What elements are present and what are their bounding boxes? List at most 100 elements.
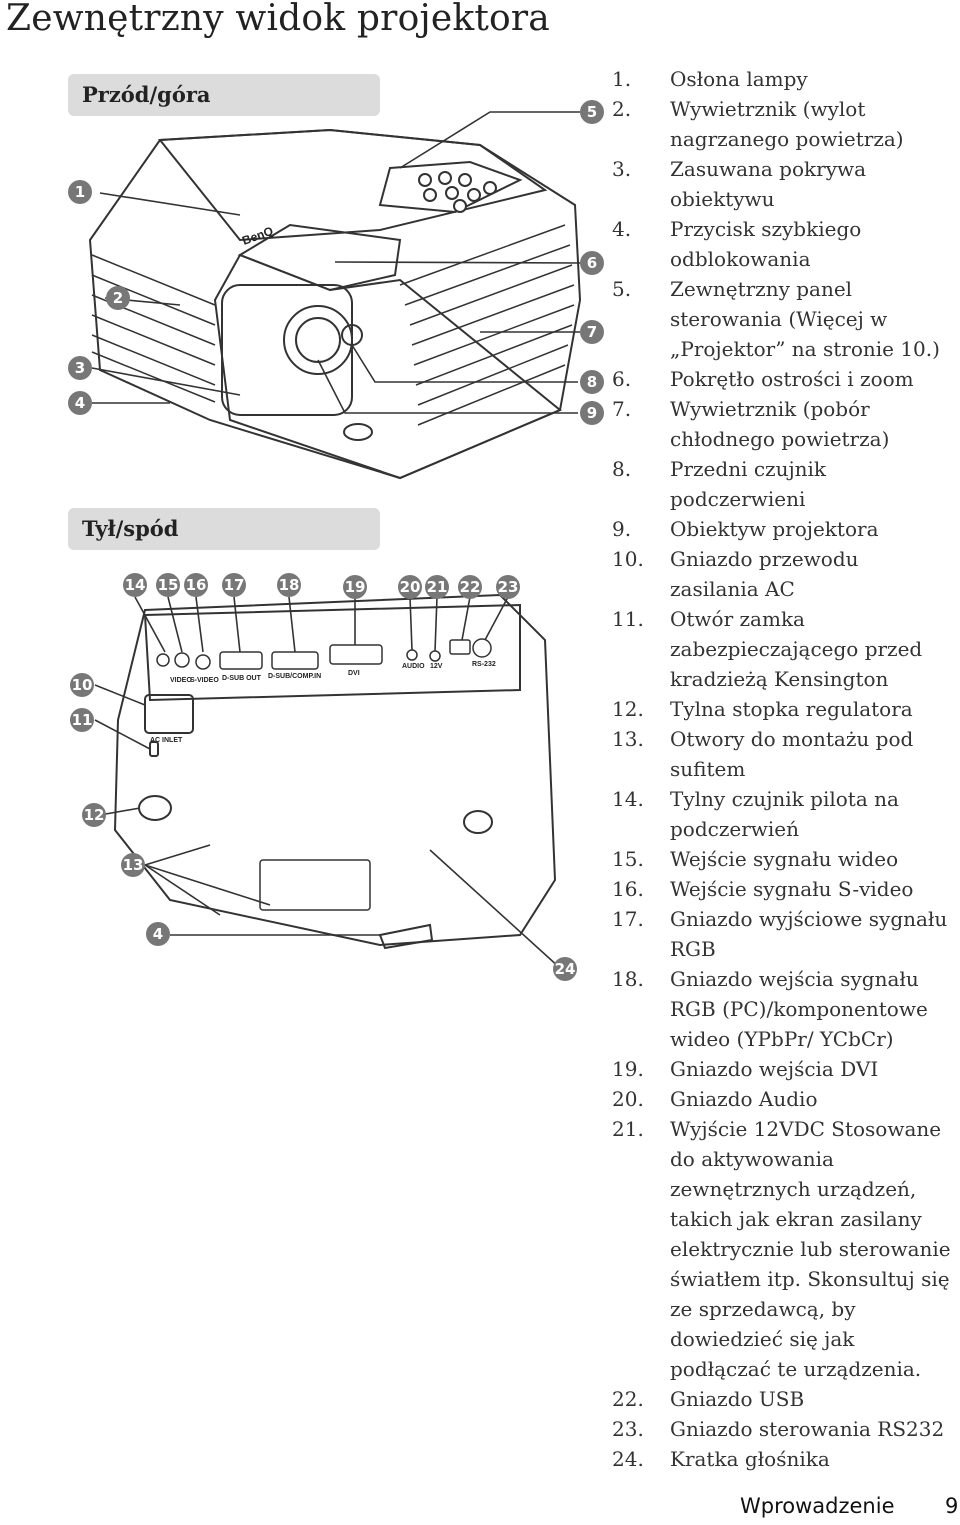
section-label-front: Przód/góra — [68, 74, 380, 116]
list-item: 5.Zewnętrzny panel sterowania (Więcej w … — [612, 274, 952, 364]
list-item: 24. Kratka głośnika — [612, 1444, 952, 1474]
rear-ports — [156, 638, 492, 670]
callout-6: 6 — [580, 251, 604, 275]
list-item-text: Gniazdo wyjściowe sygnału RGB — [670, 907, 948, 961]
list-item: 16.Wejście sygnału S-video — [612, 874, 952, 904]
list-item: 13.Otwory do montażu pod sufitem — [612, 724, 952, 784]
list-item: 15.Wejście sygnału wideo — [612, 844, 952, 874]
port-label-dvi: DVI — [348, 670, 360, 677]
list-item-number: 15. — [612, 847, 644, 871]
list-item-text: Gniazdo wejścia DVI — [670, 1057, 879, 1081]
list-item-number: 8. — [612, 457, 632, 481]
list-item-text: Gniazdo wejścia sygnału RGB (PC)/kompone… — [670, 967, 928, 1051]
list-item-text: Kratka głośnika — [670, 1447, 830, 1471]
list-item-text: Otwór zamka zabezpieczającego przed krad… — [670, 607, 923, 691]
front-face — [213, 253, 562, 480]
list-item-text: Gniazdo sterowania RS232 — [670, 1417, 945, 1441]
list-item: 3. Zasuwana pokrywa obiektywu — [612, 154, 952, 214]
rear-body-outline — [113, 593, 557, 947]
list-item-number: 23. — [612, 1417, 644, 1441]
port-label-dsub-in: D-SUB/COMP.IN — [268, 673, 321, 680]
kensington-slot — [149, 741, 159, 757]
port-label-ac-inlet: AC INLET — [150, 737, 183, 744]
list-item-number: 1. — [612, 67, 632, 91]
list-item-text: Gniazdo USB — [670, 1387, 805, 1411]
callout-22: 22 — [458, 575, 482, 599]
list-item-number: 17. — [612, 907, 644, 931]
page-number: 9 — [945, 1494, 959, 1518]
callout-5: 5 — [580, 100, 604, 124]
callout-15: 15 — [156, 573, 180, 597]
list-item: 18.Gniazdo wejścia sygnału RGB (PC)/komp… — [612, 964, 952, 1054]
list-item: 22.Gniazdo USB — [612, 1384, 952, 1414]
port-label-audio: AUDIO — [402, 663, 425, 670]
callout-14: 14 — [123, 573, 147, 597]
list-item: 23. Gniazdo sterowania RS232 — [612, 1414, 952, 1444]
ac-inlet — [144, 694, 194, 734]
list-item-text: Pokrętło ostrości i zoom — [670, 367, 914, 391]
vent-right — [399, 224, 575, 426]
list-item: 9. Obiektyw projektora — [612, 514, 952, 544]
list-item: 19.Gniazdo wejścia DVI — [612, 1054, 952, 1084]
list-item-text: Przedni czujnik podczerwieni — [670, 457, 827, 511]
list-item: 4. Przycisk szybkiego odblokowania — [612, 214, 952, 274]
footer-section: Wprowadzenie — [740, 1494, 895, 1518]
port-label-svideo: S-VIDEO — [190, 677, 219, 684]
list-item-text: Przycisk szybkiego odblokowania — [670, 217, 862, 271]
list-item-number: 11. — [612, 607, 644, 631]
list-item-text: Otwory do montażu pod sufitem — [670, 727, 914, 781]
lens — [283, 305, 353, 375]
callout-24: 24 — [553, 957, 577, 981]
list-item-number: 21. — [612, 1117, 644, 1141]
callout-4-rear: 4 — [146, 922, 170, 946]
callout-10: 10 — [70, 673, 94, 697]
front-top-panel — [158, 128, 548, 242]
list-item: 10.Gniazdo przewodu zasilania AC — [612, 544, 952, 604]
list-item: 20.Gniazdo Audio — [612, 1084, 952, 1114]
list-item-text: Tylna stopka regulatora — [670, 697, 913, 721]
page-title: Zewnętrzny widok projektora — [6, 0, 550, 39]
speaker-grille — [259, 859, 371, 911]
callout-13: 13 — [121, 853, 145, 877]
list-item-number: 4. — [612, 217, 632, 241]
list-item-number: 12. — [612, 697, 644, 721]
list-item-text: Zasuwana pokrywa obiektywu — [670, 157, 867, 211]
list-item-number: 9. — [612, 517, 632, 541]
vent-left — [91, 254, 216, 403]
port-label-video: VIDEO — [170, 677, 192, 684]
list-item: 21. Wyjście 12VDC Stosowane do aktywowani… — [612, 1114, 952, 1384]
port-label-dsub-out: D-SUB OUT — [222, 675, 262, 682]
rear-foot-front — [343, 423, 373, 441]
callout-7: 7 — [580, 320, 604, 344]
callout-20: 20 — [398, 575, 422, 599]
callout-17: 17 — [222, 573, 246, 597]
list-item: 8. Przedni czujnik podczerwieni — [612, 454, 952, 514]
list-item-number: 24. — [612, 1447, 644, 1471]
list-item-text: Gniazdo Audio — [670, 1087, 818, 1111]
callout-21: 21 — [425, 575, 449, 599]
callout-4-front: 4 — [68, 391, 92, 415]
list-item-number: 7. — [612, 397, 632, 421]
list-item-text: Gniazdo przewodu zasilania AC — [670, 547, 859, 601]
list-item: 12. Tylna stopka regulatora — [612, 694, 952, 724]
callout-3: 3 — [68, 356, 92, 380]
rear-panel — [143, 603, 521, 702]
list-item-number: 14. — [612, 787, 644, 811]
list-item-text: Wyjście 12VDC Stosowane do aktywowania z… — [670, 1117, 951, 1381]
list-item-text: Obiektyw projektora — [670, 517, 879, 541]
list-item: 2.Wywietrznik (wylot nagrzanego powietrz… — [612, 94, 952, 154]
list-item-number: 3. — [612, 157, 632, 181]
list-item-text: Wywietrznik (pobór chłodnego powietrza) — [670, 397, 890, 451]
list-item: 7. Wywietrznik (pobór chłodnego powietrza… — [612, 394, 952, 454]
leader-lines — [91, 111, 581, 969]
callout-11: 11 — [70, 708, 94, 732]
list-item-text: Tylny czujnik pilota na podczerwień — [670, 787, 899, 841]
list-item-text: Osłona lampy — [670, 67, 808, 91]
list-item-text: Zewnętrzny panel sterowania (Więcej w „P… — [670, 277, 940, 361]
control-panel — [378, 160, 523, 214]
callout-19: 19 — [343, 575, 367, 599]
callout-18: 18 — [277, 573, 301, 597]
lens-housing — [221, 284, 353, 416]
list-item-text: Wejście sygnału S-video — [670, 877, 914, 901]
projector-diagram: VIDEO S-VIDEO D-SUB OUT D-SUB/COMP.IN DV… — [88, 111, 582, 969]
